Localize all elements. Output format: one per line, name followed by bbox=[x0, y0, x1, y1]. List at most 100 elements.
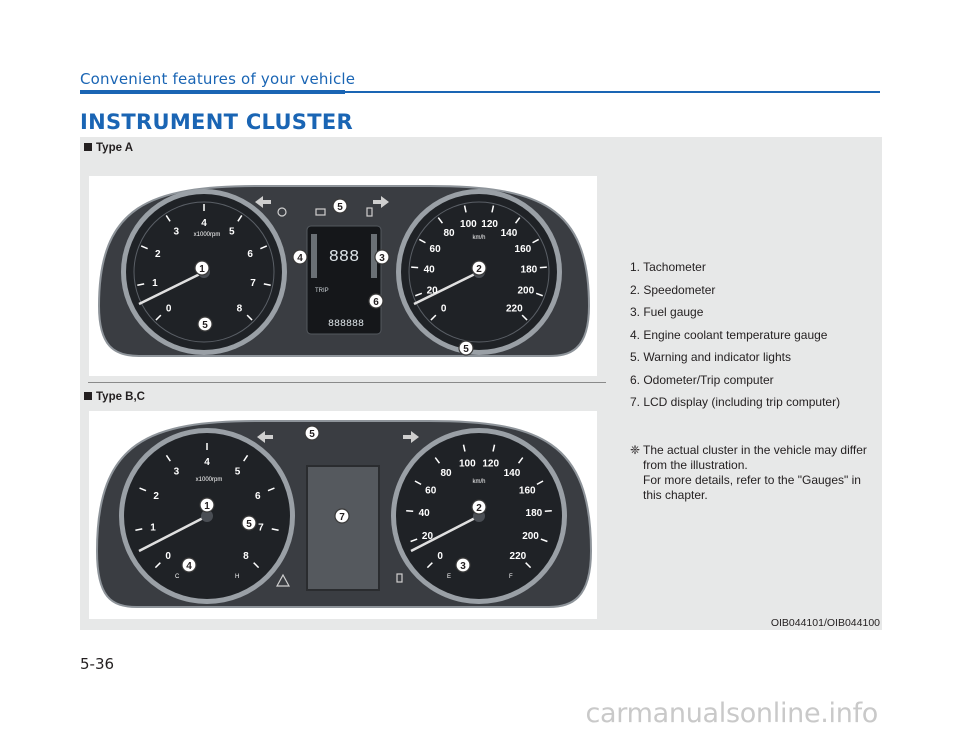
tachometer-dial: x1000rpm C H bbox=[119, 428, 295, 604]
type-bc-label: Type B,C bbox=[84, 391, 145, 403]
gauge-tick-label: 40 bbox=[424, 264, 436, 275]
gauge-tick-label: 20 bbox=[422, 531, 434, 542]
note-mark-icon: ❈ bbox=[630, 443, 641, 457]
gauge-tick-label: 180 bbox=[526, 508, 543, 519]
gauge-tick-label: 40 bbox=[419, 508, 431, 519]
turn-left-icon bbox=[257, 431, 273, 443]
legend: 1. Tachometer 2. Speedometer 3. Fuel gau… bbox=[630, 256, 880, 414]
type-a-text: Type A bbox=[96, 142, 134, 154]
gauge-tick-label: 0 bbox=[165, 551, 171, 562]
gauge-tick bbox=[415, 292, 423, 297]
gauge-tick-label: 160 bbox=[519, 486, 536, 497]
callout-marker: 2 bbox=[471, 260, 487, 276]
gauge-tick-label: 0 bbox=[166, 303, 172, 314]
gauge-tick bbox=[535, 292, 543, 297]
gauge-tick-label: 120 bbox=[482, 458, 499, 469]
section-rule-thin bbox=[345, 91, 880, 93]
callout-number: 7 bbox=[339, 512, 345, 523]
callout-number: 2 bbox=[476, 264, 482, 275]
callout-number: 4 bbox=[186, 561, 192, 572]
gauge-tick bbox=[155, 314, 162, 321]
callout-marker: 4 bbox=[181, 557, 197, 573]
type-bc-text: Type B,C bbox=[96, 391, 145, 403]
gauge-tick-label: 7 bbox=[258, 523, 264, 534]
gauge-tick-label: 2 bbox=[153, 491, 159, 502]
gauge-tick bbox=[140, 245, 148, 250]
rpm-unit-label: x1000rpm bbox=[194, 232, 221, 238]
gauge-tick-label: 160 bbox=[515, 244, 532, 255]
gauge-tick bbox=[267, 487, 275, 492]
turn-right-icon bbox=[403, 431, 419, 443]
odo-digits: 888888 bbox=[328, 319, 364, 330]
headlight-icon bbox=[277, 207, 287, 217]
gauge-tick bbox=[437, 217, 444, 224]
note-text: The actual cluster in the vehicle may di… bbox=[643, 443, 867, 502]
gauge-tick bbox=[139, 487, 147, 492]
gauge-tick bbox=[491, 205, 495, 213]
fuel-warning-icon bbox=[396, 573, 403, 583]
speedometer-dial: km/h E F bbox=[391, 428, 567, 604]
gauge-tick-label: 100 bbox=[459, 458, 476, 469]
callout-number: 5 bbox=[337, 202, 343, 213]
legend-item: 2. Speedometer bbox=[630, 282, 716, 297]
center-display: 888 TRIP 888888 bbox=[306, 225, 382, 335]
gauge-tick-label: 1 bbox=[150, 523, 156, 534]
legend-item: 4. Engine coolant temperature gauge bbox=[630, 327, 828, 342]
callout-number: 5 bbox=[202, 320, 208, 331]
square-bullet-icon bbox=[84, 392, 92, 400]
gauge-tick bbox=[137, 283, 145, 287]
gauge-tick-label: 8 bbox=[237, 303, 243, 314]
fuel-full-label: F bbox=[509, 574, 513, 580]
callout-marker: 4 bbox=[292, 249, 308, 265]
type-a-label: Type A bbox=[84, 142, 133, 154]
gauge-tick bbox=[410, 538, 418, 543]
legend-item: 7. LCD display (including trip computer) bbox=[630, 395, 841, 409]
callout-marker: 6 bbox=[368, 293, 384, 309]
gauge-tick bbox=[540, 538, 548, 543]
gauge-tick-label: 0 bbox=[441, 303, 447, 314]
callout-marker: 1 bbox=[199, 497, 215, 513]
callout-marker: 5 bbox=[197, 316, 213, 332]
callout-marker: 2 bbox=[471, 499, 487, 515]
callout-marker: 5 bbox=[304, 425, 320, 441]
fuel-empty-label: E bbox=[447, 574, 451, 580]
callout-number: 1 bbox=[199, 264, 205, 275]
gauge-tick bbox=[260, 245, 268, 250]
speed-unit-label: km/h bbox=[472, 479, 485, 485]
gauge-tick bbox=[135, 528, 143, 531]
gauge-tick bbox=[237, 215, 243, 222]
gauge-tick bbox=[492, 444, 496, 452]
gauge-tick-label: 8 bbox=[243, 551, 249, 562]
gauge-tick bbox=[243, 454, 249, 462]
gauge-tick-label: 6 bbox=[255, 491, 261, 502]
image-code: OIB044101/OIB044100 bbox=[770, 617, 880, 629]
callout-number: 5 bbox=[309, 429, 315, 440]
gauge-tick bbox=[517, 457, 524, 464]
hazard-warning-icon bbox=[275, 573, 291, 587]
legend-item: 3. Fuel gauge bbox=[630, 305, 704, 319]
gauge-tick-label: 3 bbox=[173, 226, 179, 237]
gauge-tick-label: 6 bbox=[247, 249, 253, 260]
warning-lights-top bbox=[257, 431, 419, 587]
gauge-tick-label: 100 bbox=[460, 219, 477, 230]
callout-marker: 7 bbox=[334, 508, 350, 524]
lcd-display bbox=[306, 465, 380, 591]
section-title: Convenient features of your vehicle bbox=[80, 70, 356, 88]
speedometer-needle bbox=[410, 514, 480, 553]
tachometer-needle bbox=[138, 514, 208, 553]
gauge-tick-label: 220 bbox=[506, 303, 523, 314]
gauge-tick bbox=[536, 480, 544, 486]
page-number: 5-36 bbox=[80, 655, 115, 673]
gauge-tick-label: 5 bbox=[235, 466, 241, 477]
callout-marker: 3 bbox=[374, 249, 390, 265]
gauge-tick bbox=[154, 562, 161, 569]
figure-divider bbox=[88, 382, 606, 383]
callout-marker: 5 bbox=[332, 198, 348, 214]
gauge-tick-label: 140 bbox=[504, 468, 521, 479]
callout-number: 6 bbox=[373, 297, 379, 308]
